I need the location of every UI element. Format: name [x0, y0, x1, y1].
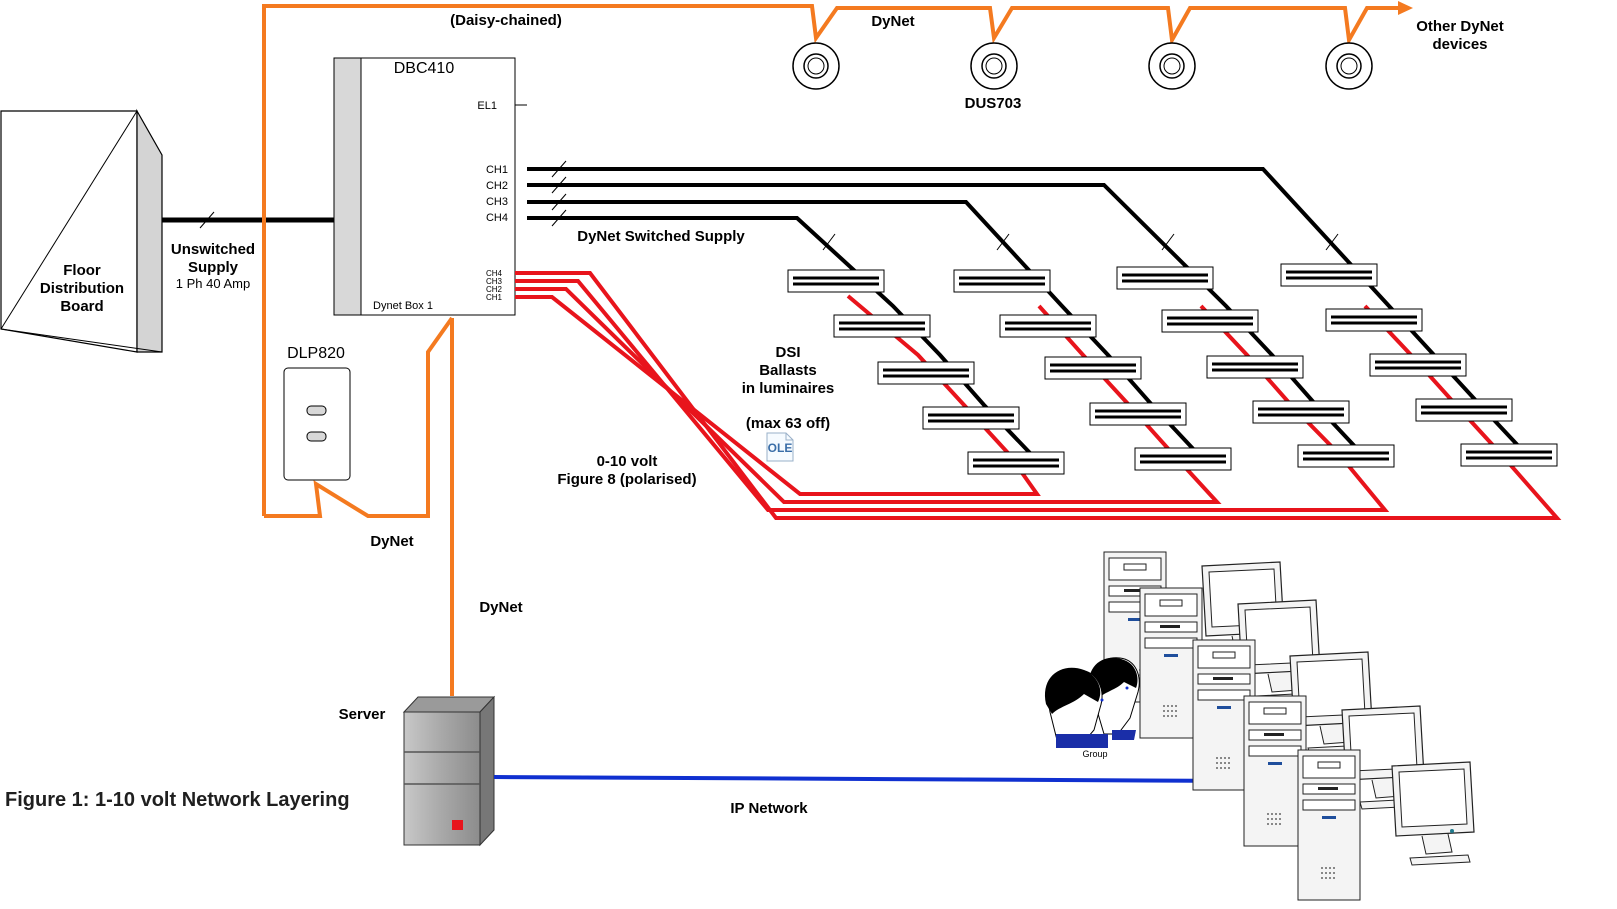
switched-supply-label: DyNet Switched Supply	[577, 228, 745, 245]
dynet-low-label: DyNet	[479, 599, 522, 616]
zero-ten-label-2: Figure 8 (polarised)	[557, 471, 696, 488]
luminaire-icon	[786, 268, 886, 294]
dus703-sensor-icon	[1148, 42, 1196, 90]
dynet-daisy-chain	[262, 4, 1400, 696]
workstation-icon	[1297, 749, 1361, 901]
other-dynet-label-2: devices	[1432, 36, 1487, 53]
luminaire-icon	[998, 313, 1098, 339]
dbc410-box	[333, 57, 516, 316]
floor-distribution-board	[0, 108, 163, 353]
floor-label-2: Distribution	[40, 280, 124, 297]
dus703-sensor-icon	[792, 42, 840, 90]
ch4-label: CH4	[486, 212, 508, 224]
ip-network-label: IP Network	[730, 800, 808, 817]
dynet-arrowhead	[1398, 1, 1413, 15]
unswitched-label-2: Supply	[188, 259, 239, 276]
dynet-box-label: Dynet Box 1	[373, 300, 433, 312]
luminaire-icon	[966, 450, 1066, 476]
luminaire-icon	[1160, 308, 1260, 334]
luminaire-icon	[1115, 265, 1215, 291]
floor-label-1: Floor	[63, 262, 101, 279]
dsi-label-3: in luminaires	[742, 380, 835, 397]
ch2-signal-label: CH2	[486, 285, 503, 294]
workstation-icon	[1243, 695, 1307, 847]
ch3-signal-label: CH3	[486, 277, 503, 286]
luminaire-icon	[1251, 399, 1351, 425]
el1-label: EL1	[477, 100, 497, 112]
dsi-label-2: Ballasts	[759, 362, 817, 379]
max63-label: (max 63 off)	[746, 415, 830, 432]
dus703-label: DUS703	[965, 95, 1022, 112]
luminaire-icon	[921, 405, 1021, 431]
luminaire-icon	[1205, 354, 1305, 380]
unswitched-label-1: Unswitched	[171, 241, 255, 258]
ch1-label: CH1	[486, 164, 508, 176]
ole-label: OLE	[768, 441, 793, 455]
user-group-icon	[1044, 657, 1140, 748]
workstation-icon	[1391, 761, 1475, 866]
luminaire-icon	[1459, 442, 1559, 468]
luminaire-icon	[1368, 352, 1468, 378]
zero-ten-label-1: 0-10 volt	[597, 453, 658, 470]
supply-ticks	[551, 160, 1339, 251]
luminaire-icon	[832, 313, 932, 339]
luminaire-icon	[952, 268, 1052, 294]
server-tower-icon	[402, 695, 496, 847]
daisy-chained-label: (Daisy-chained)	[450, 12, 562, 29]
group-label: Group	[1082, 749, 1107, 759]
ch3-label: CH3	[486, 196, 508, 208]
luminaire-icon	[1043, 355, 1143, 381]
figure-title: Figure 1: 1-10 volt Network Layering	[5, 789, 350, 811]
luminaire-icon	[1088, 401, 1188, 427]
dlp820-keypad-icon	[283, 367, 351, 481]
luminaire-icon	[1133, 446, 1233, 472]
workstation-group	[1103, 551, 1475, 901]
ch2-label: CH2	[486, 180, 508, 192]
luminaire-icon	[1414, 397, 1514, 423]
dsi-label-1: DSI	[775, 344, 800, 361]
dynet-mid-label: DyNet	[370, 533, 413, 550]
luminaire-icon	[1324, 307, 1424, 333]
luminaire-icon	[1296, 443, 1396, 469]
luminaire-icon	[1279, 262, 1379, 288]
other-dynet-label-1: Other DyNet	[1416, 18, 1504, 35]
dus703-sensor-icon	[970, 42, 1018, 90]
dlp820-label: DLP820	[287, 345, 345, 362]
dbc410-label: DBC410	[394, 60, 455, 77]
luminaire-icon	[876, 360, 976, 386]
ip-network-line	[493, 775, 1247, 783]
ole-object-icon: OLE	[766, 432, 794, 462]
dus703-sensor-icon	[1325, 42, 1373, 90]
dynet-top-label: DyNet	[871, 13, 914, 30]
luminaire-array	[786, 262, 1559, 476]
floor-label-3: Board	[60, 298, 103, 315]
unswitched-label-3: 1 Ph 40 Amp	[176, 276, 250, 291]
ch4-signal-label: CH4	[486, 269, 503, 278]
ch1-signal-label: CH1	[486, 293, 503, 302]
supply-tick	[199, 211, 215, 229]
server-label: Server	[339, 706, 386, 723]
